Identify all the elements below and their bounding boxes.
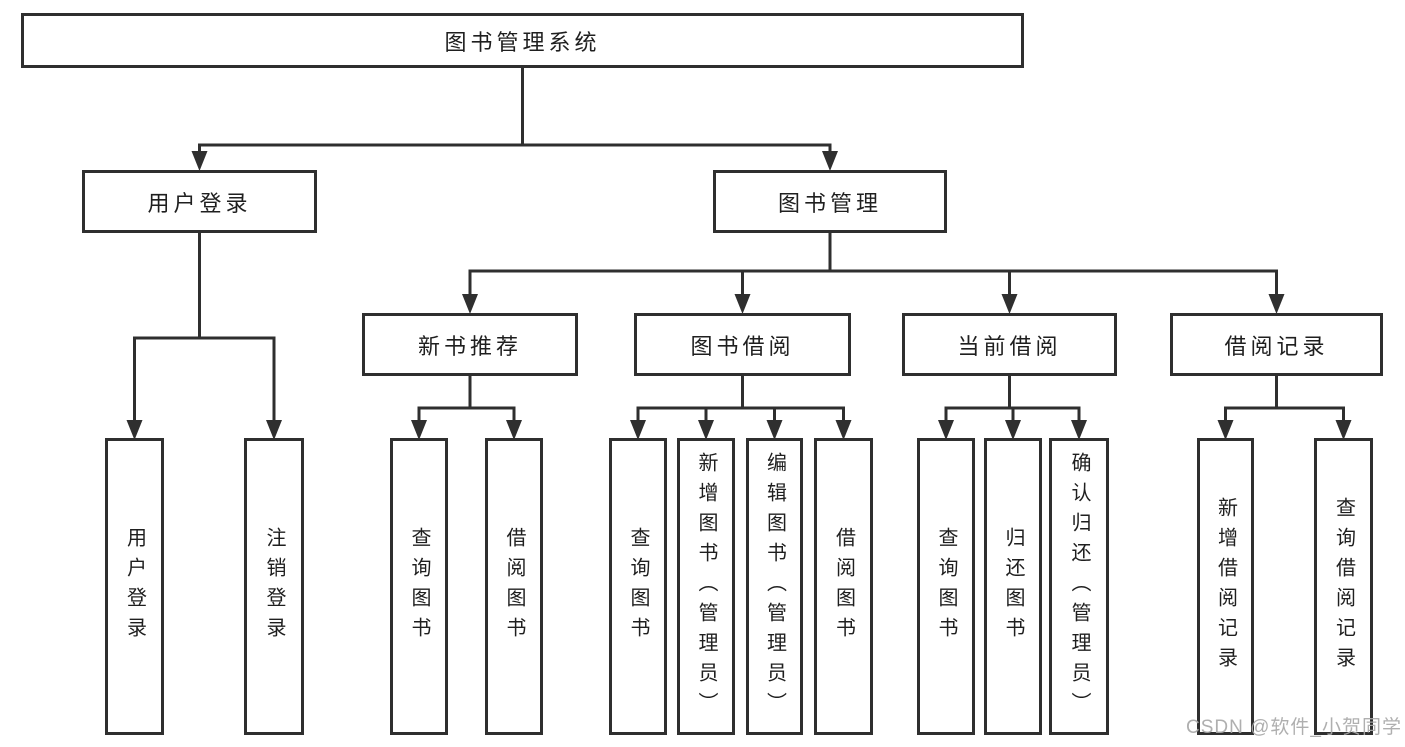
connector-new-book-recommendation-children (411, 374, 522, 440)
node-add-books-admin: 新增图书（管理员） (677, 438, 735, 735)
node-query-books-current: 查询图书 (917, 438, 975, 735)
node-borrowing-records: 借阅记录 (1170, 313, 1383, 376)
node-query-books-borrowing: 查询图书 (609, 438, 667, 735)
csdn-watermark: CSDN @软件_小贺同学 (1186, 717, 1402, 738)
node-edit-books-admin: 编辑图书（管理员） (746, 438, 803, 735)
node-query-borrow-record: 查询借阅记录 (1314, 438, 1373, 735)
node-confirm-return-admin: 确认归还（管理员） (1049, 438, 1109, 735)
connector-book-management-children (462, 231, 1285, 314)
node-book-management: 图书管理 (713, 170, 947, 233)
node-borrow-books-recommend: 借阅图书 (485, 438, 543, 735)
node-return-books: 归还图书 (984, 438, 1042, 735)
node-add-borrow-record: 新增借阅记录 (1197, 438, 1254, 735)
node-user-login: 用户登录 (82, 170, 317, 233)
node-logout-leaf: 注销登录 (244, 438, 304, 735)
connector-book-borrowing-children (630, 374, 852, 440)
node-user-login-leaf: 用户登录 (105, 438, 164, 735)
connector-borrowing-records-children (1217, 374, 1352, 440)
node-library-management-system: 图书管理系统 (21, 13, 1024, 68)
connector-user-login-children (126, 231, 282, 440)
node-current-borrowing: 当前借阅 (902, 313, 1117, 376)
connector-current-borrowing-children (938, 374, 1087, 440)
node-query-books-recommend: 查询图书 (390, 438, 448, 735)
node-new-book-recommendation: 新书推荐 (362, 313, 578, 376)
node-book-borrowing: 图书借阅 (634, 313, 851, 376)
connector-root-to-level1 (191, 66, 838, 171)
node-borrow-books-borrowing: 借阅图书 (814, 438, 873, 735)
